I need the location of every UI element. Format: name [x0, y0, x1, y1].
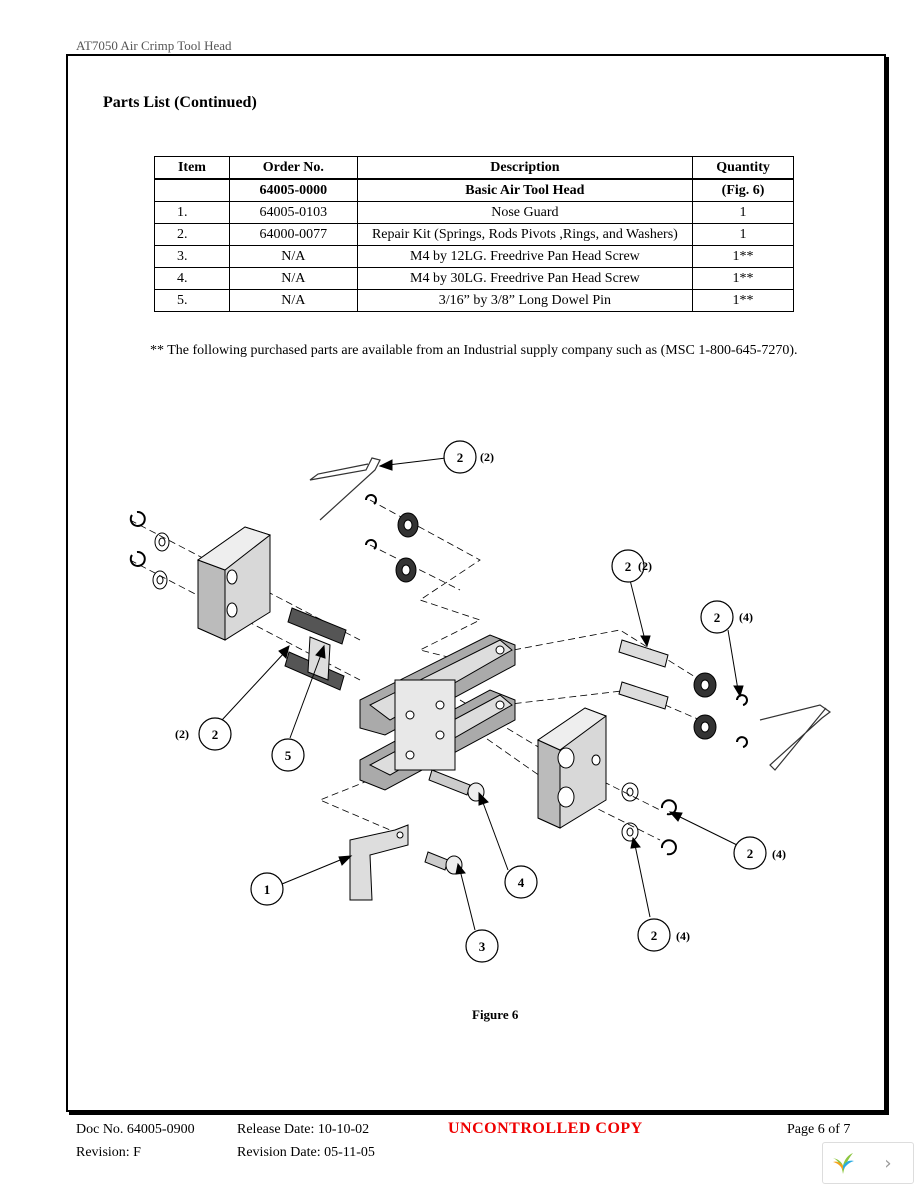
jaw-assembly [359, 634, 516, 791]
column-header: Item [154, 156, 230, 180]
spring-top [309, 457, 381, 521]
revision: Revision: F [76, 1145, 141, 1160]
callout-quantity: (2) [480, 450, 494, 464]
table-cell [154, 178, 230, 202]
document-header-title: AT7050 Air Crimp Tool Head [76, 38, 232, 53]
viewer-logo-icon [823, 1145, 863, 1181]
figure-caption: Figure 6 [472, 1007, 519, 1022]
callout-circles [198, 440, 767, 963]
callout-quantities: (2) (2) (4) (2) (4) (4) [175, 450, 786, 943]
table-cell: N/A [228, 245, 358, 268]
table-row: 3. N/A M4 by 12LG. Freedrive Pan Head Sc… [154, 245, 794, 268]
table-cell: 1** [692, 267, 794, 290]
table-cell: 2. [154, 223, 230, 246]
parts-table: Item Order No. Description Quantity 6400… [154, 156, 794, 312]
exploded-assembly-diagram: 2 2 2 2 5 4 2 2 1 3 (2) (2) (4) (2) (4) … [129, 440, 832, 963]
right-pins [618, 639, 669, 710]
table-cell: 64000-0077 [228, 223, 358, 246]
top-snap-rings [365, 494, 377, 550]
page-number: Page 6 of 7 [787, 1122, 851, 1137]
table-subheader-row: 64005-0000 Basic Air Tool Head (Fig. 6) [154, 178, 794, 202]
callout-number: 2 [714, 610, 721, 625]
uncontrolled-copy-stamp: UNCONTROLLED COPY [448, 1120, 643, 1137]
callout-quantity: (4) [676, 929, 690, 943]
column-header: Quantity [692, 156, 794, 180]
release-date: Release Date: 10-10-02 [237, 1122, 370, 1137]
pivot-rods [284, 607, 347, 691]
right-snap-rings [736, 694, 748, 748]
table-header-row: Item Order No. Description Quantity [154, 156, 794, 180]
callout-quantity: (4) [772, 847, 786, 861]
right-block [536, 707, 608, 829]
table-cell: Basic Air Tool Head [356, 178, 694, 202]
table-cell: M4 by 12LG. Freedrive Pan Head Screw [356, 245, 694, 268]
table-cell: 1. [154, 201, 230, 224]
column-header: Description [356, 156, 694, 180]
table-cell: 3. [154, 245, 230, 268]
callout-quantity: (2) [175, 727, 189, 741]
table-cell: 5. [154, 289, 230, 312]
table-cell: 1** [692, 289, 794, 312]
callout-number: 4 [518, 875, 525, 890]
table-cell: Nose Guard [356, 201, 694, 224]
table-row: 1. 64005-0103 Nose Guard 1 [154, 201, 794, 224]
left-washers [152, 532, 170, 590]
callout-number: 2 [457, 450, 464, 465]
table-cell: 3/16” by 3/8” Long Dowel Pin [356, 289, 694, 312]
nose-guard [349, 824, 409, 901]
doc-number: Doc No. 64005-0900 [76, 1122, 195, 1137]
table-row: 5. N/A 3/16” by 3/8” Long Dowel Pin 1** [154, 289, 794, 312]
table-cell: 4. [154, 267, 230, 290]
callout-number: 2 [651, 928, 658, 943]
table-cell: N/A [228, 267, 358, 290]
left-retaining-rings [129, 510, 146, 567]
table-cell: 1** [692, 245, 794, 268]
revision-date: Revision Date: 05-11-05 [237, 1145, 375, 1160]
callout-number: 2 [212, 727, 219, 742]
table-cell: 1 [692, 223, 794, 246]
table-cell: 1 [692, 201, 794, 224]
spring-right [759, 704, 832, 771]
section-title: Parts List (Continued) [103, 94, 257, 111]
table-row: 2. 64000-0077 Repair Kit (Springs, Rods … [154, 223, 794, 246]
table-cell: 64005-0000 [228, 178, 358, 202]
table-cell: Repair Kit (Springs, Rods Pivots ,Rings,… [356, 223, 694, 246]
callout-leaders [221, 457, 744, 931]
table-row: 4. N/A M4 by 30LG. Freedrive Pan Head Sc… [154, 267, 794, 290]
top-rollers [395, 512, 419, 583]
right-rollers [693, 672, 717, 740]
callout-number: 2 [625, 559, 632, 574]
callout-labels: 2 2 2 2 5 4 2 2 1 3 [212, 450, 754, 954]
next-page-button[interactable]: › [884, 1152, 892, 1174]
screw-long [428, 769, 485, 802]
footnote: ** The following purchased parts are ava… [150, 343, 798, 358]
column-header: Order No. [228, 156, 358, 180]
callout-number: 2 [747, 846, 754, 861]
viewer-nav-widget: › [822, 1142, 914, 1184]
table-cell: (Fig. 6) [692, 178, 794, 202]
callout-number: 5 [285, 748, 292, 763]
table-cell: N/A [228, 289, 358, 312]
left-block [196, 526, 272, 641]
callout-quantity: (2) [638, 559, 652, 573]
page-frame [66, 54, 886, 1112]
callout-number: 1 [264, 882, 271, 897]
callout-number: 3 [479, 939, 486, 954]
table-cell: 64005-0103 [228, 201, 358, 224]
right-washers-and-rings [621, 782, 677, 856]
callout-quantity: (4) [739, 610, 753, 624]
table-cell: M4 by 30LG. Freedrive Pan Head Screw [356, 267, 694, 290]
